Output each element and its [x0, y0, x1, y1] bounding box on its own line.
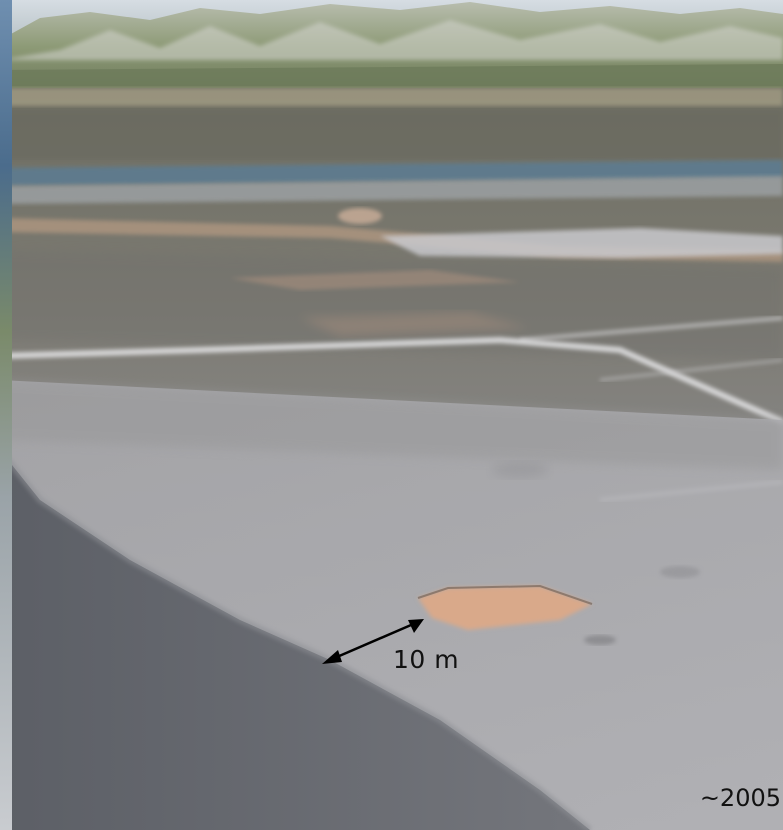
year-label: ~2005 [699, 784, 781, 812]
scale-bar-label: 10 m [393, 645, 460, 674]
left-edge-strip [0, 0, 12, 830]
scale-bar-arrow [322, 619, 424, 664]
